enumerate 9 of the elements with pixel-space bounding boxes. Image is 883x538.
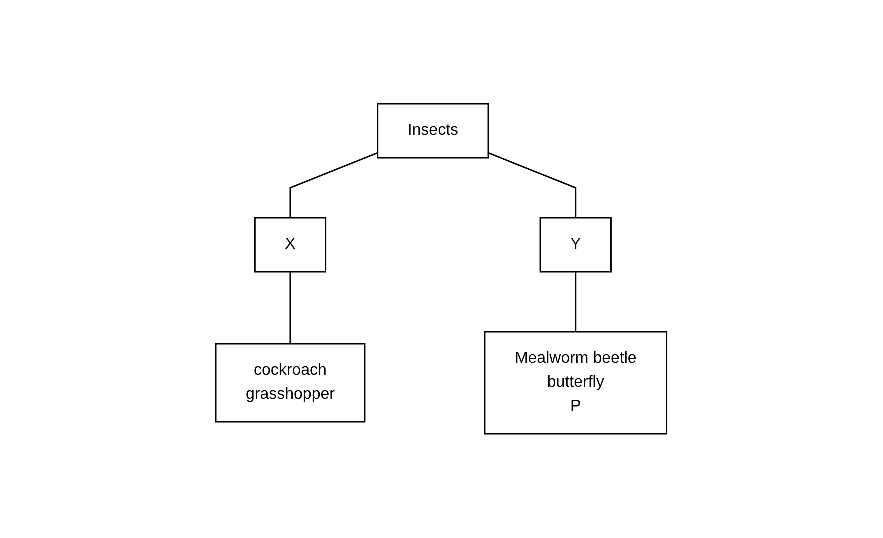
node-box: Mealworm beetle butterfly P bbox=[484, 331, 668, 435]
node-box: X bbox=[254, 217, 327, 273]
connector bbox=[290, 272, 292, 344]
node-box: Insects bbox=[377, 103, 490, 159]
node-box: cockroach grasshopper bbox=[215, 343, 366, 423]
connector bbox=[488, 152, 577, 218]
node-box: Y bbox=[540, 217, 612, 273]
connector bbox=[575, 272, 577, 332]
connector bbox=[290, 152, 378, 218]
